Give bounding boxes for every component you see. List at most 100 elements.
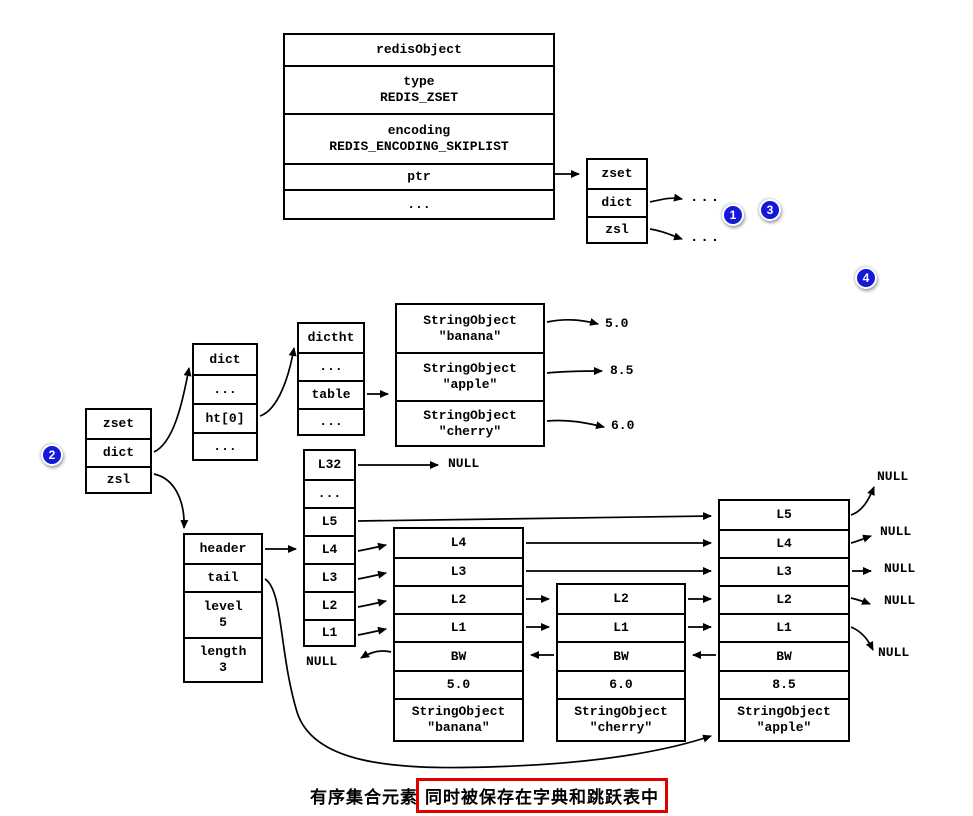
zset-mid-name-cell: zset (87, 410, 150, 438)
dictht-table: table (311, 387, 351, 403)
dictht-struct-box: dictht ... table ... (297, 322, 365, 436)
dictht-title: dictht (307, 330, 355, 346)
arrow-apple-score (546, 367, 603, 376)
zset-top-dict: dict (601, 195, 633, 211)
level-l3: L3 (321, 570, 338, 586)
zset-top-name-cell: zset (588, 160, 646, 188)
arrow-col-l2-to-banana (357, 598, 387, 608)
apple-obj-cell: StringObject "apple" (720, 698, 848, 740)
redis-object-type-cell: type REDIS_ZSET (285, 65, 553, 113)
dictht-table-cell: table (299, 380, 363, 408)
dict-ht0: ht[0] (205, 410, 245, 426)
zset-mid-zsl: zsl (106, 472, 131, 488)
banana-obj-cell: StringObject "banana" (395, 698, 522, 740)
apple-l5-cell: L5 (720, 501, 848, 529)
zset-top-dict-cell: dict (588, 188, 646, 216)
member-cherry-type: StringObject (423, 407, 517, 423)
apple-l5: L5 (776, 507, 792, 523)
bw-null-label: NULL (306, 654, 338, 669)
cherry-obj-type: StringObject (574, 704, 668, 720)
zset-mid-dict-cell: dict (87, 438, 150, 466)
apple-l3: L3 (776, 564, 792, 580)
banana-bw-cell: BW (395, 641, 522, 670)
cherry-score: 6.0 (609, 677, 633, 693)
apple-bw: BW (776, 648, 792, 664)
level-l5-cell: L5 (305, 507, 354, 535)
dict-ellipsis2: ... (213, 438, 237, 454)
arrow-apple-l2-to-null (850, 597, 871, 605)
member-cherry-value: "cherry" (438, 423, 502, 439)
arrow-col-l5-to-apple (357, 512, 712, 522)
banana-bw: BW (450, 648, 467, 664)
banana-score: 5.0 (446, 677, 471, 693)
arrow-midzsl-to-skiplistbox (153, 473, 189, 529)
score-banana: 5.0 (605, 316, 629, 331)
banana-l3: L3 (450, 564, 467, 580)
dict-ellipsis-target: ... (690, 190, 722, 206)
dict-ellipsis2-cell: ... (194, 432, 256, 459)
member-apple-cell: StringObject "apple" (397, 352, 543, 400)
caption: 有序集合元素同时被保存在字典和跳跃表中 (310, 778, 668, 813)
level-l1-cell: L1 (305, 619, 354, 645)
zskiplist-tail: tail (207, 570, 239, 586)
arrow-col-l4-to-banana (357, 542, 387, 552)
redis-object-title-text: redisObject (376, 42, 462, 58)
arrow-banana-bw-to-null (360, 650, 392, 659)
node-banana-box: L4 L3 L2 L1 BW 5.0 StringObject "banana" (393, 527, 524, 742)
zset-mid-name: zset (102, 416, 135, 432)
zskiplist-length-cell: length 3 (185, 637, 261, 681)
level-l32: L32 (317, 457, 342, 473)
arrow-apple-l4-to-null (850, 534, 872, 544)
zskiplist-tail-cell: tail (185, 563, 261, 591)
arrow-ht0-to-dictht (259, 347, 297, 417)
zset-mid-dict: dict (102, 445, 135, 461)
caption-prefix: 有序集合元素 (310, 788, 418, 807)
cherry-l2-cell: L2 (558, 585, 684, 613)
apple-bw-cell: BW (720, 641, 848, 670)
zset-struct-top-box: zset dict zsl (586, 158, 648, 244)
zsl-ellipsis-target: ... (690, 230, 722, 246)
dictht-ellipsis1: ... (319, 359, 343, 375)
cherry-l2: L2 (613, 591, 629, 607)
zskiplist-length-value: 3 (219, 660, 227, 675)
level-l4-cell: L4 (305, 535, 354, 563)
null-l3: NULL (884, 561, 916, 576)
apple-l2-cell: L2 (720, 585, 848, 613)
cherry-obj-cell: StringObject "cherry" (558, 698, 684, 740)
dict-ellipsis1-cell: ... (194, 374, 256, 403)
dictht-title-cell: dictht (299, 324, 363, 352)
member-banana-value: "banana" (438, 328, 502, 344)
zskiplist-length-label: length (199, 644, 247, 660)
apple-score-cell: 8.5 (720, 670, 848, 698)
arrow-col-l3-to-banana (357, 570, 387, 580)
zskiplist-header-cell: header (185, 535, 261, 563)
redis-object-title: redisObject (285, 35, 553, 65)
ellipsis-text: ... (407, 196, 431, 212)
apple-l3-cell: L3 (720, 557, 848, 585)
apple-l2: L2 (776, 592, 792, 608)
zset-top-zsl: zsl (605, 222, 629, 238)
level-l5: L5 (321, 514, 338, 530)
redis-object-encoding-cell: encoding REDIS_ENCODING_SKIPLIST (285, 113, 553, 163)
banana-l1: L1 (450, 620, 467, 636)
null-l5: NULL (877, 469, 909, 484)
node-apple-box: L5 L4 L3 L2 L1 BW 8.5 StringObject "appl… (718, 499, 850, 742)
cherry-l1-cell: L1 (558, 613, 684, 641)
zskiplist-level-cell: level 5 (185, 591, 261, 637)
arrow-apple-l5-to-null (850, 486, 875, 516)
type-label: type (403, 74, 435, 90)
arrow-middict-to-dictbox (153, 367, 192, 453)
apple-score: 8.5 (772, 677, 796, 693)
null-l2: NULL (884, 593, 916, 608)
level-l3-cell: L3 (305, 563, 354, 591)
level-ellipsis-cell: ... (305, 479, 354, 507)
arrow-cherry-score (546, 419, 605, 430)
apple-l4: L4 (776, 536, 792, 552)
banana-score-cell: 5.0 (395, 670, 522, 698)
dict-struct-box: dict ... ht[0] ... (192, 343, 258, 461)
node-cherry-box: L2 L1 BW 6.0 StringObject "cherry" (556, 583, 686, 742)
banana-l2-cell: L2 (395, 585, 522, 613)
zskiplist-level-value: 5 (219, 615, 227, 630)
apple-l4-cell: L4 (720, 529, 848, 557)
